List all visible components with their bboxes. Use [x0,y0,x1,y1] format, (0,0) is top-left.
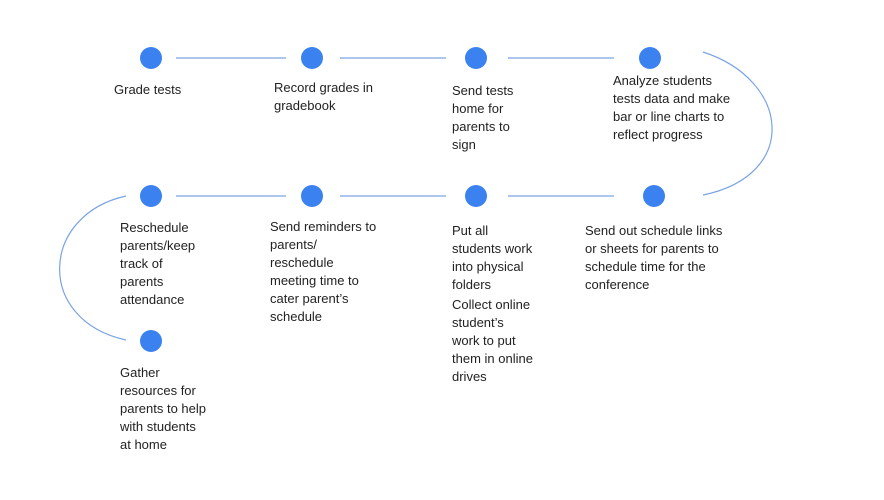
step-node-3 [465,47,487,69]
step-node-5 [643,185,665,207]
step-node-8 [301,185,323,207]
step-node-2 [301,47,323,69]
step-label-8: Send reminders to parents/ reschedule me… [270,219,377,324]
step-label-2: Record grades in gradebook [274,80,373,113]
step-label-10: Gather resources for parents to help wit… [120,365,207,452]
connector-curve-right [702,51,773,196]
step-node-10 [140,330,162,352]
step-label-4: Analyze students tests data and make bar… [613,73,731,142]
step-label-3: Send tests home for parents to sign [452,83,514,152]
step-label-6: Put all students work into physical fold… [452,223,533,292]
connector-curve-left [59,195,127,341]
step-node-4 [639,47,661,69]
step-node-1 [140,47,162,69]
step-label-7: Collect online student’s work to put the… [452,297,533,384]
step-nodes [140,47,665,352]
step-label-5: Send out schedule links or sheets for pa… [585,223,723,292]
step-label-9: Reschedule parents/keep track of parents… [120,220,196,307]
connectors [59,51,773,341]
step-label-1: Grade tests [114,82,182,97]
step-node-9 [140,185,162,207]
step-node-6 [465,185,487,207]
